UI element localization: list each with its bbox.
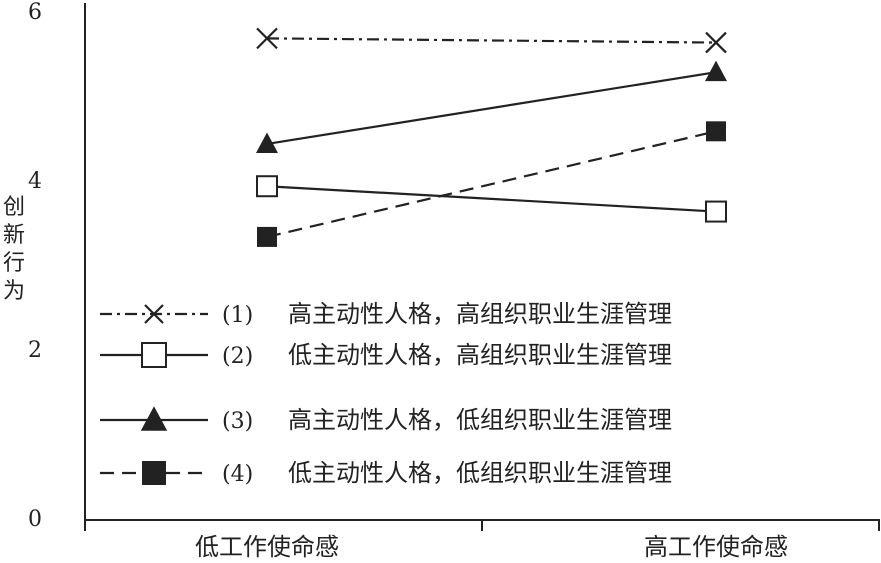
x-category-labels: 低工作使命感 高工作使命感 — [195, 533, 788, 561]
legend-marker-swatch — [141, 342, 167, 368]
y-axis-label: 创新行为 — [3, 195, 25, 304]
legend-number: (4) — [222, 462, 253, 487]
series-line — [266, 37, 717, 44]
series-4 — [257, 121, 726, 247]
legend-item: (1) 高主动性人格，高组织职业生涯管理 — [100, 300, 672, 328]
legend-item: (3) 高主动性人格，低组织职业生涯管理 — [100, 406, 672, 434]
legend-label: 低主动性人格，高组织职业生涯管理 — [288, 341, 672, 369]
data-point-marker — [705, 200, 727, 223]
y-tick-label: 0 — [28, 507, 42, 532]
y-tick-label: 6 — [28, 0, 42, 25]
series-3 — [256, 60, 727, 153]
x-category-label: 低工作使命感 — [195, 533, 339, 561]
data-point-marker — [705, 60, 727, 82]
legend-label: 高主动性人格，高组织职业生涯管理 — [288, 300, 672, 328]
y-tick-labels: 0 2 4 6 — [28, 0, 42, 532]
legend-label: 高主动性人格，低组织职业生涯管理 — [288, 406, 672, 434]
legend-number: (1) — [222, 303, 253, 328]
data-point-marker — [706, 121, 726, 142]
legend-item: (2) 低主动性人格，高组织职业生涯管理 — [100, 341, 672, 369]
series-line — [266, 71, 717, 146]
legend-item: (4) 低主动性人格，低组织职业生涯管理 — [100, 459, 672, 487]
data-point-marker — [256, 27, 278, 50]
y-tick-label: 4 — [28, 169, 42, 194]
x-category-label: 高工作使命感 — [644, 533, 788, 561]
legend-number: (3) — [222, 409, 253, 434]
series-2 — [256, 175, 727, 223]
data-point-marker — [705, 31, 727, 54]
series-layer — [256, 27, 727, 247]
data-point-marker — [256, 175, 278, 198]
data-point-marker — [256, 132, 278, 153]
legend-marker-swatch — [144, 304, 164, 324]
legend-number: (2) — [222, 344, 253, 369]
legend: (1) 高主动性人格，高组织职业生涯管理 (2) 低主动性人格，高组织职业生涯管理 (3… — [100, 300, 672, 487]
data-point-marker — [257, 226, 277, 247]
series-line — [266, 185, 717, 213]
series-1 — [256, 27, 727, 54]
series-line — [266, 130, 717, 238]
legend-marker-swatch — [142, 461, 166, 485]
legend-marker-swatch — [140, 406, 168, 431]
y-axis-title: 创新行为 — [3, 195, 25, 304]
legend-label: 低主动性人格，低组织职业生涯管理 — [288, 459, 672, 487]
y-tick-label: 2 — [28, 338, 42, 363]
